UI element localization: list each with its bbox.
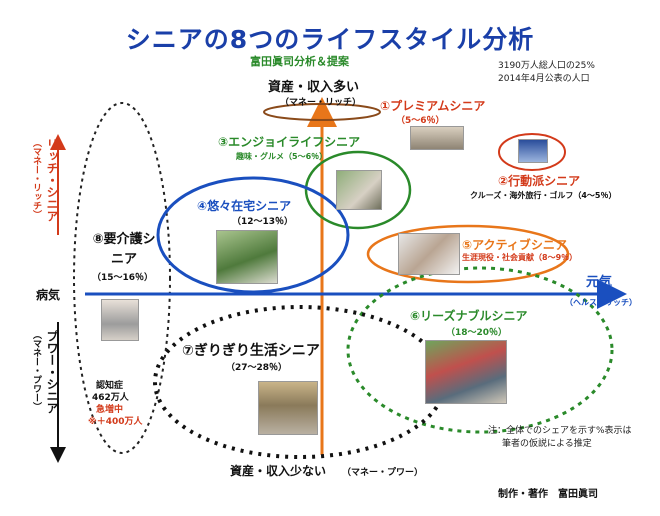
- axis-right-sub: （ヘルス・リッチ）: [565, 298, 637, 307]
- segment-8-oval: [73, 102, 171, 454]
- segment-1-share: （5～6％）: [396, 116, 445, 126]
- segment-4-oval: [156, 176, 350, 294]
- segment-3-share: 趣味・グルメ（5～6％）: [236, 152, 328, 161]
- dementia-line1: 認知症: [96, 381, 124, 391]
- care-photo: [101, 299, 139, 341]
- active-photo: [398, 233, 460, 275]
- segment-1-label: ①プレミアムシニア: [380, 99, 486, 113]
- home-photo: [216, 230, 278, 284]
- segment-8-share: （15～16％）: [92, 273, 154, 283]
- segment-5-oval: [366, 224, 570, 284]
- page-title: シニアの8つのライフスタイル分析: [125, 25, 535, 54]
- segment-2-oval: [498, 133, 566, 171]
- segment-4-label: ④悠々在宅シニア: [197, 199, 292, 213]
- axis-left-label: 病気: [36, 288, 61, 302]
- footnote-line1: 注：全体でのシェアを示す%表示は: [488, 426, 632, 436]
- dementia-line2: 462万人: [92, 393, 129, 403]
- footnote-line2: 筆者の仮説による推定: [502, 439, 592, 449]
- reasonable-photo: [425, 340, 507, 404]
- axis-top-label: 資産・収入多い: [268, 80, 360, 95]
- axis-bottom-sub: （マネー・プワー）: [342, 468, 424, 478]
- poor-senior-sub: （マネー・プワー）: [31, 330, 41, 411]
- travel-photo: [518, 139, 548, 163]
- dementia-line3: 急増中: [96, 405, 124, 415]
- axis-top-sub: （マネー・リッチ）: [280, 98, 362, 108]
- segment-6-oval: [346, 266, 614, 434]
- segment-5-share: 生涯現役・社会貢献（8～9％）: [462, 253, 578, 262]
- segment-2-label: ②行動派シニア: [498, 174, 581, 188]
- segment-7-share: （27～28％）: [226, 363, 288, 373]
- segment-6-share: （18～20％）: [446, 328, 508, 338]
- tight-living-photo: [258, 381, 318, 435]
- segment-3-label: ③エンジョイライフシニア: [218, 135, 361, 149]
- axis-right-label: 元気: [586, 275, 613, 290]
- segment-3-oval: [304, 150, 412, 230]
- premium-photo: [410, 126, 464, 150]
- credit: 制作・著作 富田眞司: [498, 489, 598, 500]
- dementia-line4: ※＋400万人: [88, 417, 143, 427]
- enjoy-photo: [336, 170, 382, 210]
- population-note-line2: 2014年4月公表の人口: [498, 74, 590, 84]
- segment-1-oval: [263, 103, 381, 121]
- axis-bottom-label: 資産・収入少ない: [230, 464, 327, 478]
- segment-2-share: クルーズ・海外旅行・ゴルフ（4～5％）: [470, 191, 617, 200]
- segment-4-share: （12～13％）: [232, 217, 294, 227]
- segment-6-label: ⑥リーズナブルシニア: [410, 309, 528, 323]
- segment-5-label: ⑤アクティブシニア: [462, 238, 567, 252]
- segment-8-label: ⑧要介護シニア: [92, 232, 156, 267]
- segment-7-label: ⑦ぎりぎり生活シニア: [182, 343, 320, 359]
- poor-senior-label: プワー・シニア: [45, 330, 59, 414]
- subtitle: 富田眞司分析＆提案: [250, 55, 349, 68]
- rich-senior-sub: （マネー・リッチ）: [31, 138, 41, 219]
- population-note-line1: 3190万人総人口の25%: [498, 61, 595, 71]
- rich-senior-label: リッチ・シニア: [45, 138, 59, 222]
